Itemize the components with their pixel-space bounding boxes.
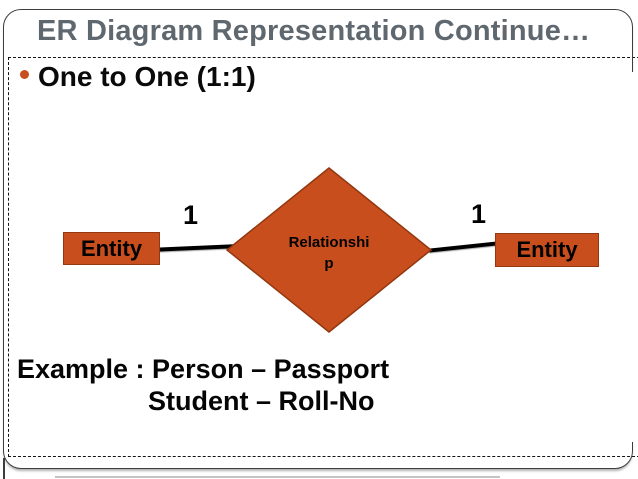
bullet-icon: [20, 70, 29, 79]
slide-title: ER Diagram Representation Continue…: [37, 15, 591, 47]
entity-box-right: Entity: [495, 233, 599, 267]
next-slide-edge: [55, 476, 500, 478]
bullet-label: One to One (1:1): [38, 61, 256, 92]
frame-right-mask: [626, 72, 638, 442]
cardinality-right: 1: [471, 199, 487, 229]
relationship-label-line1: Relationshi: [288, 234, 370, 251]
diamond-shape: [225, 167, 433, 333]
relationship-label: Relationshi p: [225, 232, 433, 274]
entity-box-left: Entity: [63, 232, 160, 265]
left-edge-line: [3, 458, 5, 479]
example-text-line1: Example : Person – Passport: [17, 354, 390, 384]
entity-right-label: Entity: [516, 237, 578, 262]
cardinality-left: 1: [183, 200, 199, 230]
content-dashed-border: [8, 57, 638, 457]
entity-left-label: Entity: [80, 235, 143, 261]
relationship-label-line2: p: [324, 255, 334, 272]
relationship-diamond: [225, 167, 433, 333]
example-text-line2: Student – Roll-No: [148, 386, 375, 416]
